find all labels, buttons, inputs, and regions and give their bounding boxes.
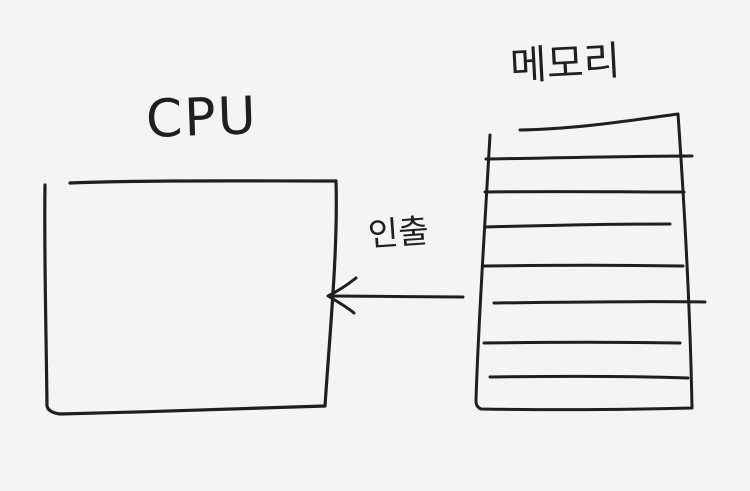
- cpu-box: [45, 181, 337, 414]
- fetch-arrow: [328, 278, 463, 313]
- memory-cell-line: [486, 156, 692, 159]
- memory-label: 메모리: [509, 41, 621, 87]
- memory-cell-line: [484, 342, 680, 343]
- fetch-label: 인출: [367, 214, 430, 251]
- memory-cells: [484, 156, 705, 378]
- cpu-label: CPU: [145, 90, 258, 146]
- memory-cell-line: [484, 265, 683, 266]
- memory-cell-line: [490, 376, 688, 378]
- memory-cell-line: [485, 224, 670, 227]
- memory-cell-line: [494, 302, 705, 303]
